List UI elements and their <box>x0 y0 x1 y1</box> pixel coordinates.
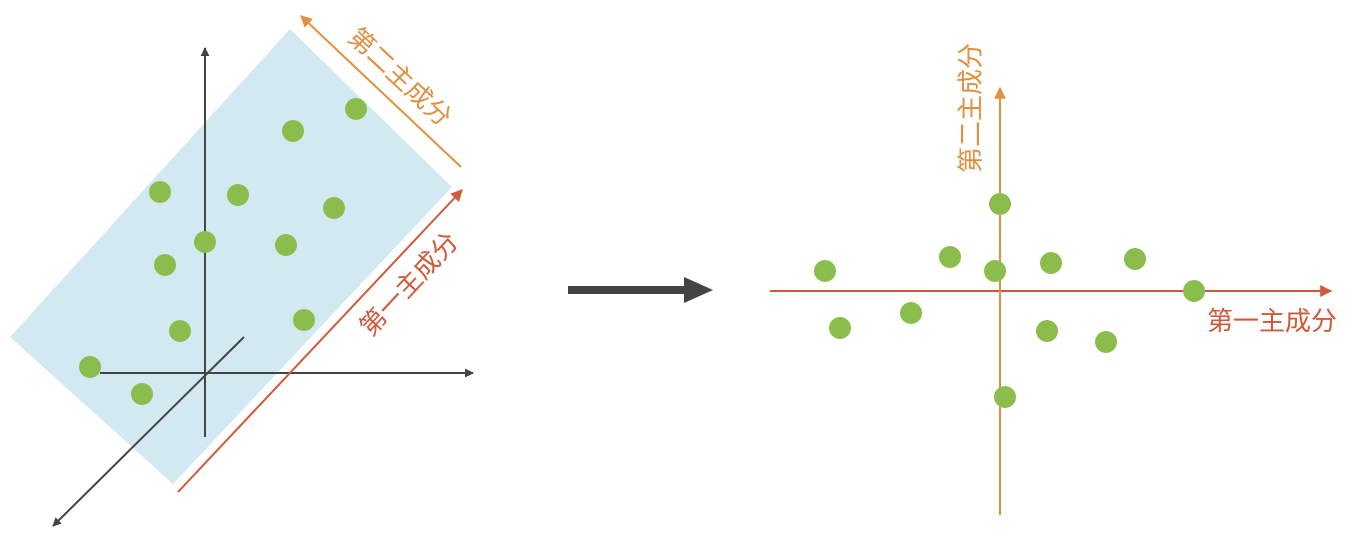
data-point-2d-11 <box>989 193 1011 215</box>
data-point-2d-6 <box>1183 280 1205 302</box>
data-point-3d-11 <box>282 120 304 142</box>
pc2-direction-arrow <box>300 15 462 168</box>
right-panel-2d: 第一主成分 第二主成分 <box>770 43 1337 515</box>
data-point-3d-12 <box>345 98 367 120</box>
data-point-3d-7 <box>227 184 249 206</box>
pc1-direction-arrow <box>177 189 463 493</box>
data-point-3d-4 <box>154 254 176 276</box>
data-point-3d-10 <box>293 309 315 331</box>
data-point-2d-10 <box>1095 331 1117 353</box>
left-panel-3d: 第一主成分 第二主成分 <box>10 15 474 527</box>
pc1-label-2d: 第一主成分 <box>1207 307 1337 337</box>
data-point-2d-3 <box>984 260 1006 282</box>
data-point-2d-4 <box>1040 252 1062 274</box>
data-point-3d-3 <box>169 320 191 342</box>
data-point-2d-2 <box>939 246 961 268</box>
data-point-3d-9 <box>323 197 345 219</box>
data-point-2d-5 <box>1124 248 1146 270</box>
data-point-2d-7 <box>829 317 851 339</box>
pc2-label-2d: 第二主成分 <box>957 43 987 173</box>
axis-y-3d <box>52 336 245 527</box>
data-point-3d-6 <box>194 231 216 253</box>
points-2d-group <box>814 193 1205 408</box>
data-point-3d-5 <box>149 181 171 203</box>
data-point-2d-12 <box>994 386 1016 408</box>
points-3d-group <box>79 98 367 405</box>
transform-arrow <box>568 277 713 303</box>
data-point-2d-9 <box>1036 320 1058 342</box>
data-point-2d-1 <box>814 260 836 282</box>
data-point-3d-2 <box>131 383 153 405</box>
data-point-3d-1 <box>79 356 101 378</box>
data-point-3d-8 <box>275 234 297 256</box>
projection-plane <box>10 29 452 484</box>
data-point-2d-8 <box>900 302 922 324</box>
